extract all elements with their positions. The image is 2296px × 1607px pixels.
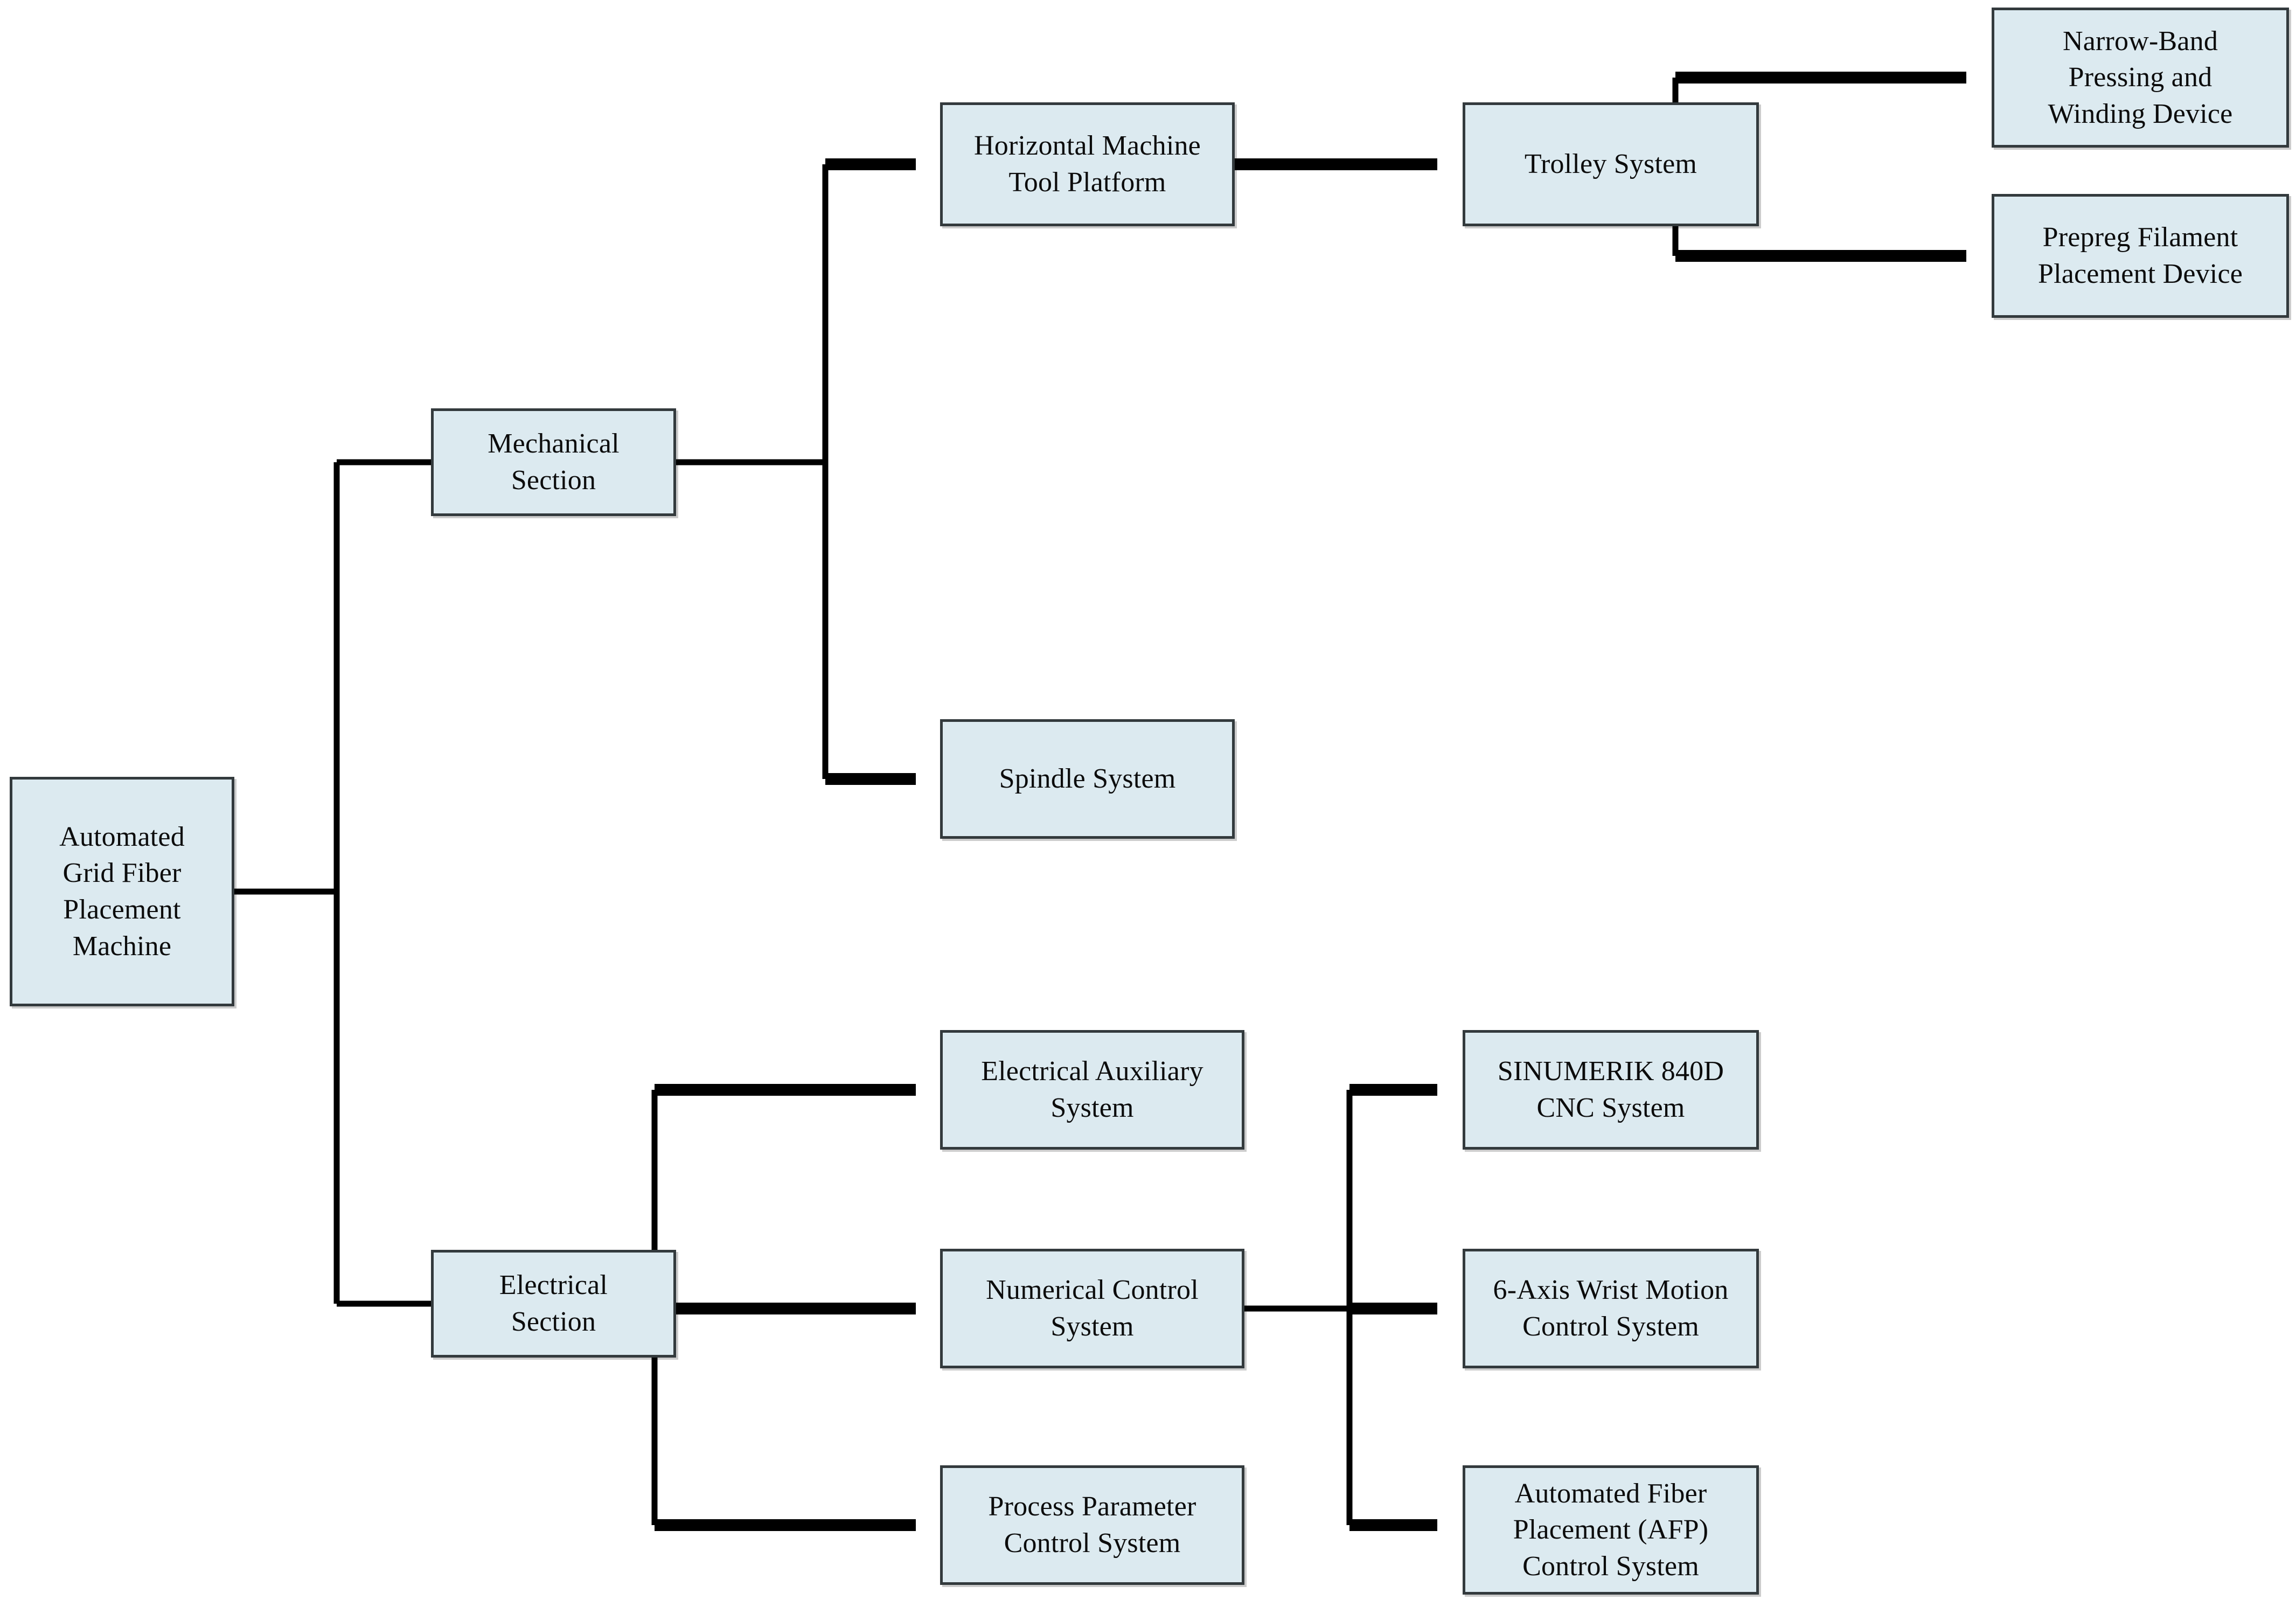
node-process-parameter-control-system[interactable]: Process Parameter Control System [940, 1465, 1244, 1585]
node-numerical-control-system[interactable]: Numerical Control System [940, 1249, 1244, 1368]
node-label-prepreg-filament-placement-device: Prepreg Filament Placement Device [2037, 222, 2243, 289]
node-label-numerical-control-system: Numerical Control System [986, 1275, 1199, 1342]
node-label-electrical-auxiliary-system: Electrical Auxiliary System [981, 1056, 1203, 1123]
node-label-narrow-band-pressing-and-winding-device: Narrow-Band Pressing and Winding Device [2048, 25, 2233, 129]
node-sinumerik-840d-cnc-system[interactable]: SINUMERIK 840D CNC System [1463, 1030, 1759, 1150]
node-label-trolley-system: Trolley System [1524, 149, 1697, 180]
node-narrow-band-pressing-and-winding-device[interactable]: Narrow-Band Pressing and Winding Device [1992, 8, 2289, 148]
node-automated-fiber-placement-afp-control-system[interactable]: Automated Fiber Placement (AFP) Control … [1463, 1465, 1759, 1595]
node-trolley-system[interactable]: Trolley System [1463, 102, 1759, 226]
node-mechanical-section[interactable]: Mechanical Section [431, 408, 676, 516]
node-label-horizontal-machine-tool-platform: Horizontal Machine Tool Platform [974, 130, 1201, 198]
node-label-mechanical-section: Mechanical Section [488, 428, 620, 496]
node-label-process-parameter-control-system: Process Parameter Control System [988, 1491, 1196, 1559]
node-root[interactable]: Automated Grid Fiber Placement Machine [10, 777, 234, 1006]
node-spindle-system[interactable]: Spindle System [940, 719, 1235, 839]
node-label-electrical-section: Electrical Section [499, 1270, 608, 1337]
node-six-axis-wrist-motion-control-system[interactable]: 6-Axis Wrist Motion Control System [1463, 1249, 1759, 1368]
node-label-automated-fiber-placement-afp-control-system: Automated Fiber Placement (AFP) Control … [1513, 1478, 1709, 1582]
node-label-spindle-system: Spindle System [999, 763, 1176, 795]
node-electrical-auxiliary-system[interactable]: Electrical Auxiliary System [940, 1030, 1244, 1150]
node-label-six-axis-wrist-motion-control-system: 6-Axis Wrist Motion Control System [1493, 1275, 1729, 1342]
node-horizontal-machine-tool-platform[interactable]: Horizontal Machine Tool Platform [940, 102, 1235, 226]
node-label-sinumerik-840d-cnc-system: SINUMERIK 840D CNC System [1497, 1056, 1724, 1123]
node-electrical-section[interactable]: Electrical Section [431, 1250, 676, 1358]
node-prepreg-filament-placement-device[interactable]: Prepreg Filament Placement Device [1992, 194, 2289, 318]
node-label-root: Automated Grid Fiber Placement Machine [59, 821, 185, 962]
